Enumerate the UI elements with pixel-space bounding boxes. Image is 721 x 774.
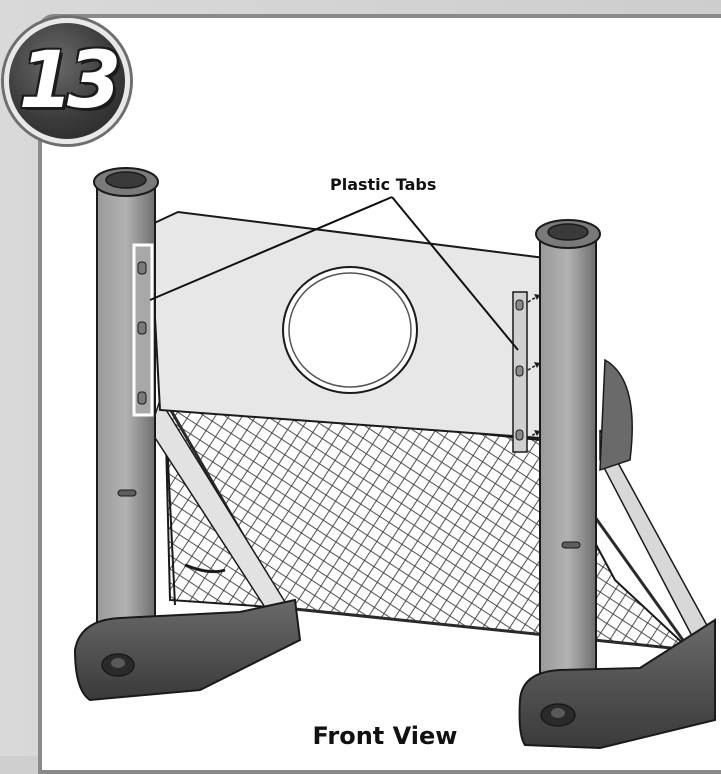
left-base bbox=[73, 598, 302, 702]
step-number: 13 bbox=[18, 36, 122, 126]
net-frame-right bbox=[599, 358, 716, 681]
step-badge: 13 bbox=[4, 18, 130, 144]
right-base bbox=[518, 618, 716, 750]
goal-illustration bbox=[73, 167, 716, 750]
callout-leaders bbox=[149, 196, 519, 351]
plastic-tabs-label: Plastic Tabs bbox=[330, 175, 437, 194]
view-caption: Front View bbox=[312, 722, 458, 750]
right-tab-strip bbox=[512, 291, 540, 453]
callout-leader-left bbox=[149, 196, 393, 301]
target-panel bbox=[148, 210, 547, 440]
right-post bbox=[535, 219, 601, 701]
left-post bbox=[93, 167, 159, 649]
callout-leader-right bbox=[391, 196, 519, 351]
target-hole bbox=[282, 266, 418, 394]
